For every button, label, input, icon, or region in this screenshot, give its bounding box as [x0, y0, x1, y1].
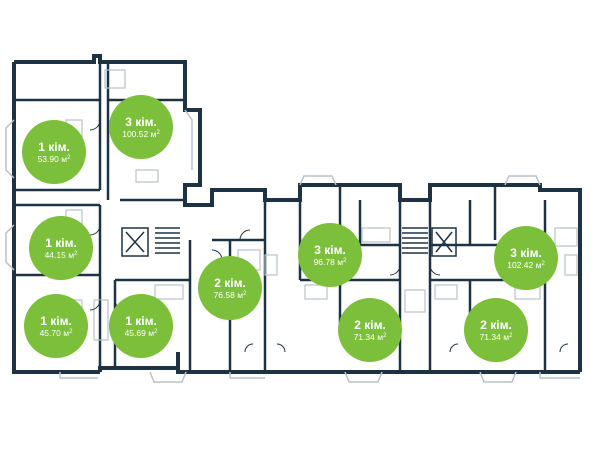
interior-walls [14, 62, 547, 372]
apartment-rooms: 2 кім. [214, 275, 246, 290]
apartment-area: 76.58 м2 [213, 289, 247, 300]
apartment-rooms: 1 кім. [38, 139, 70, 154]
apartment-rooms: 2 кім. [354, 317, 386, 332]
apartment-area: 100.52 м2 [122, 128, 160, 139]
apartment-badge[interactable]: 2 кім. 76.58 м2 [198, 256, 262, 320]
apartment-badge[interactable]: 2 кім. 71.34 м2 [338, 298, 402, 362]
apartment-rooms: 1 кім. [125, 313, 157, 328]
apartment-area: 71.34 м2 [479, 331, 513, 342]
apartment-area: 45.70 м2 [39, 327, 73, 338]
apartment-badge[interactable]: 1 кім. 53.90 м2 [22, 120, 86, 184]
apartment-badge[interactable]: 1 кім. 45.69 м2 [109, 294, 173, 358]
apartment-area: 53.90 м2 [37, 153, 71, 164]
apartment-rooms: 3 кім. [510, 245, 542, 260]
apartment-rooms: 3 кім. [314, 242, 346, 257]
apartment-badge[interactable]: 2 кім. 71.34 м2 [464, 298, 528, 362]
apartment-badge[interactable]: 1 кім. 44.15 м2 [29, 216, 93, 280]
apartment-badge[interactable]: 3 кім. 100.52 м2 [109, 95, 173, 159]
apartment-badge[interactable]: 3 кім. 102.42 м2 [494, 226, 558, 290]
apartment-badge[interactable]: 3 кім. 96.78 м2 [298, 223, 362, 287]
apartment-rooms: 1 кім. [45, 235, 77, 250]
apartment-area: 96.78 м2 [313, 256, 347, 267]
apartment-area: 71.34 м2 [353, 331, 387, 342]
apartment-area: 102.42 м2 [507, 259, 545, 270]
apartment-badge[interactable]: 1 кім. 45.70 м2 [24, 294, 88, 358]
apartment-rooms: 3 кім. [125, 114, 157, 129]
apartment-rooms: 2 кім. [480, 317, 512, 332]
bay-windows [5, 109, 580, 383]
stair-cores [121, 227, 457, 257]
apartment-rooms: 1 кім. [40, 313, 72, 328]
apartment-area: 45.69 м2 [124, 327, 158, 338]
apartment-area: 44.15 м2 [44, 249, 78, 260]
